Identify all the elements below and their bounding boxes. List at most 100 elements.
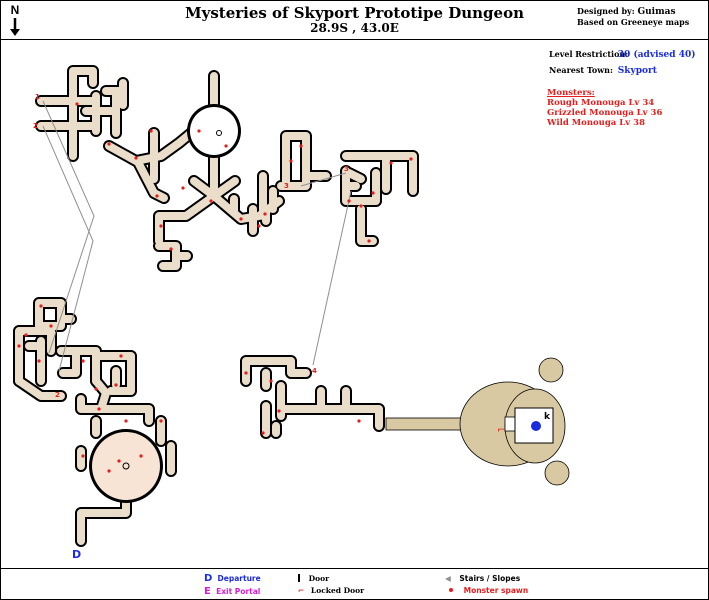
monster-spawn-icon <box>24 333 28 337</box>
monster-spawn-icon <box>17 344 21 348</box>
monster-spawn-icon <box>159 224 163 228</box>
monster-item: Rough Monouga Lv 34 <box>547 98 655 108</box>
corridor <box>77 442 175 475</box>
monster-spawn-icon <box>107 469 111 473</box>
monster-item: Grizzled Monouga Lv 36 <box>547 108 663 118</box>
page-title: Mysteries of Skyport Prototipe Dungeon <box>185 4 524 22</box>
corridor <box>82 79 127 137</box>
monster-spawn-icon <box>224 144 228 148</box>
corridor <box>105 125 200 165</box>
round-room-south <box>89 429 163 503</box>
corridor <box>345 169 365 183</box>
legend-stairs: ◀ Stairs / Slopes <box>445 574 520 583</box>
monster-list: Monsters: Rough Monouga Lv 34 Grizzled M… <box>547 88 662 128</box>
monster-spawn-icon <box>261 431 265 435</box>
designed-by-label: Designed by: <box>577 6 635 16</box>
departure-letter: D <box>204 573 213 584</box>
corridor <box>77 499 130 545</box>
legend-monster-spawn: Monster spawn <box>449 586 528 595</box>
nearest-town-label: Nearest Town: <box>549 65 613 75</box>
level-restriction-row: Level Restriction: 30 (advised 40) <box>549 49 696 65</box>
corridor <box>155 242 191 270</box>
designer-name: Guimas <box>637 7 676 17</box>
monster-spawn-icon <box>347 199 351 203</box>
corridor <box>135 160 168 202</box>
locked-door-icon: ⌐ <box>497 425 505 436</box>
locked-door-icon: ⌐ <box>298 586 305 595</box>
corridor <box>57 347 100 385</box>
departure-marker: D <box>72 548 81 561</box>
monster-spawn-icon <box>114 383 118 387</box>
stairs-label: Stairs / Slopes <box>459 574 521 583</box>
corridor <box>277 387 383 430</box>
exit-portal-icon <box>531 421 541 431</box>
monster-spawn-icon <box>39 304 43 308</box>
north-arrow-icon: N <box>10 3 20 36</box>
monster-spawn-icon <box>449 588 453 592</box>
monster-spawn-icon <box>244 371 248 375</box>
info-panel: Level Restriction: 30 (advised 40) Neare… <box>549 49 696 81</box>
monster-spawn-icon <box>169 247 173 251</box>
stair-number: 3 <box>344 165 349 173</box>
corridor <box>277 132 330 190</box>
monster-spawn-icon <box>119 354 123 358</box>
monster-spawn-icon <box>149 129 153 133</box>
monster-spawn-icon <box>371 191 375 195</box>
monster-spawn-label: Monster spawn <box>463 586 529 595</box>
legend: D Departure E Exit Portal Door ⌐ Locked … <box>1 568 708 600</box>
corridor <box>242 357 310 390</box>
stair-number: 2 <box>55 391 60 399</box>
monster-spawn-icon <box>81 359 85 363</box>
round-room-north <box>187 104 241 158</box>
legend-exit: E Exit Portal <box>204 586 260 597</box>
monster-spawn-icon <box>49 324 53 328</box>
departure-label: Departure <box>217 574 261 583</box>
monster-spawn-icon <box>81 454 85 458</box>
credits: Designed by: Guimas Based on Greeneye ma… <box>577 6 689 27</box>
locked-door-label: Locked Door <box>310 586 365 595</box>
monster-spawn-icon <box>357 419 361 423</box>
stairs-links <box>42 100 352 372</box>
corridor <box>15 377 65 400</box>
stair-number: 4 <box>312 367 317 375</box>
door-icon <box>298 574 300 582</box>
nearest-town-value: Skyport <box>617 66 657 76</box>
nearest-town-row: Nearest Town: Skyport <box>549 65 696 81</box>
corridor <box>92 417 165 445</box>
monster-spawn-icon <box>117 459 121 463</box>
monster-spawn-icon <box>257 224 261 228</box>
corridor <box>259 172 277 220</box>
key-marker: k <box>544 412 551 422</box>
monster-spawn-icon <box>269 379 273 383</box>
exit-room: k ⌐ <box>385 357 570 486</box>
stair-number: 1 <box>35 93 40 101</box>
corridor <box>25 337 45 385</box>
stairs-icon: ◀ <box>445 574 451 583</box>
monster-spawn-icon <box>124 419 128 423</box>
monster-spawn-icon <box>239 217 243 221</box>
coordinates: 28.9S , 43.0E <box>310 21 399 35</box>
corridor <box>35 299 75 330</box>
monster-spawn-icon <box>263 212 267 216</box>
level-restriction-label: Level Restriction: <box>549 49 629 59</box>
corridor <box>15 327 55 385</box>
monster-spawn-icon <box>299 144 303 148</box>
monster-spawn-icon <box>159 419 163 423</box>
monster-spawn-icon <box>409 157 413 161</box>
corridor-fill-layer <box>15 67 417 545</box>
stair-numbers: 1 2 3 3 4 2 <box>33 93 349 399</box>
level-restriction-value: 30 (advised 40) <box>617 50 696 60</box>
monster-spawn-icon <box>155 194 159 198</box>
monsters-title: Monsters: <box>547 88 595 98</box>
corridor <box>342 167 380 205</box>
monster-spawn-icon <box>181 186 185 190</box>
corridor <box>97 405 153 425</box>
monster-spawn-icon <box>277 409 281 413</box>
monster-spawn-icon <box>107 142 111 146</box>
monster-spawn-icon <box>94 387 98 391</box>
designer-line: Designed by: Guimas <box>577 6 689 17</box>
monster-spawn-icon <box>75 102 79 106</box>
monster-spawn-icon <box>37 359 41 363</box>
monster-spawn-icon <box>97 407 101 411</box>
